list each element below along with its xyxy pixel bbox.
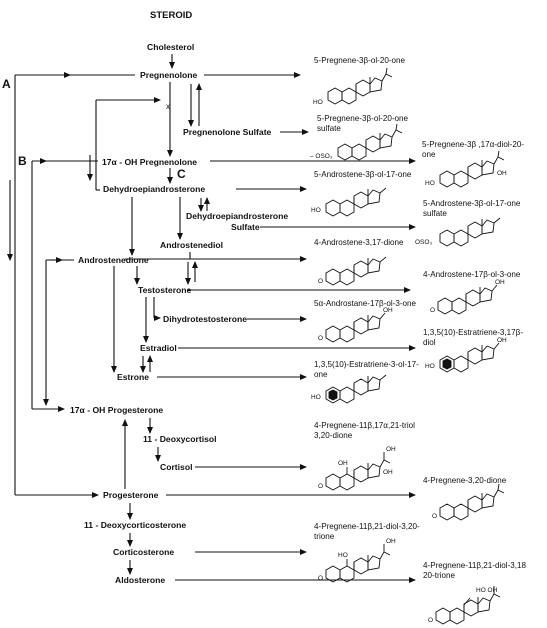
structure-name: 4-Androstene-17β-ol-3-one: [423, 270, 521, 279]
node-cholesterol: Cholesterol: [147, 42, 194, 52]
node-pregnenolone: Pregnenolone: [140, 70, 198, 80]
node-testosterone: Testosterone: [138, 285, 192, 295]
structure-arrows: [157, 72, 416, 583]
svg-text:O: O: [318, 483, 323, 490]
node-17oh-progesterone: 17α - OH Progesterone: [70, 405, 163, 415]
svg-text:HO: HO: [311, 394, 321, 401]
structure-dht: O OH: [318, 307, 393, 343]
svg-text:OH: OH: [386, 538, 396, 545]
node-aldosterone: Aldosterone: [115, 575, 165, 585]
structure-name: sulfate: [317, 124, 341, 133]
structure-name: sulfate: [423, 209, 447, 218]
structure-name: 1,3,5(10)-Estratriene-3,17β-: [423, 328, 523, 337]
svg-text:HO: HO: [425, 180, 435, 187]
diagram-title: STEROID: [150, 10, 192, 21]
structure-name: 1,3,5(10)-Estratriene-3-ol-17-: [314, 360, 419, 369]
structure-name: 5-Androstene-3β-ol-17-one: [423, 199, 521, 208]
structure-name: one: [422, 150, 436, 159]
structure-name: 5-Androstene-3β-ol-17-one: [314, 170, 412, 179]
node-estradiol: Estradiol: [140, 343, 177, 353]
svg-text:O: O: [432, 513, 437, 520]
structure-name: one: [314, 370, 328, 379]
svg-text:O: O: [428, 617, 433, 624]
structure-estrone: HO: [311, 374, 387, 404]
svg-text:O: O: [318, 278, 323, 285]
structure-name: 5α-Androstane-17β-ol-3-one: [314, 299, 417, 308]
structure-progesterone: O: [432, 483, 505, 521]
structure-corticosterone: O HO OH: [318, 538, 396, 583]
structure-pregnenolone: HO: [313, 67, 393, 106]
label-b: B: [18, 154, 27, 168]
structure-dhea: HO: [311, 187, 387, 217]
structure-name: diol: [423, 338, 436, 347]
structure-name: 5-Pregnene-3β ,17α-diol-20-: [422, 140, 524, 149]
svg-text:OH: OH: [383, 469, 393, 476]
node-11-deoxycortisol: 11 - Deoxycortisol: [143, 434, 217, 444]
node-progesterone: Progesterone: [103, 490, 159, 500]
structure-name: 4-Androstene-3,17-dione: [314, 238, 404, 247]
node-cortisol: Cortisol: [160, 462, 192, 472]
svg-text:OH: OH: [386, 446, 396, 453]
svg-text:OH: OH: [497, 170, 507, 177]
svg-text:OH: OH: [383, 307, 393, 314]
svg-text:O: O: [318, 575, 323, 582]
structure-name: 3,20-dione: [314, 431, 353, 440]
node-corticosterone: Corticosterone: [113, 547, 174, 557]
node-pregnenolone-sulfate: Pregnenolone Sulfate: [183, 127, 272, 137]
structure-name: 4-Pregnene-11β,21-diol-3,20-: [314, 522, 420, 531]
label-a: A: [2, 77, 11, 91]
node-dhea-sulfate: Dehydroepiandrosterone: [186, 211, 288, 221]
structure-name: 4-Pregnene-11β,21-diol-3,18: [423, 561, 527, 570]
structure-names: 5-Pregnene-3β-ol-20-one 5-Pregnene-3β-ol…: [314, 56, 527, 580]
svg-text:– OSO₃: – OSO₃: [310, 153, 333, 160]
structure-estradiol: HO OH: [425, 337, 507, 373]
svg-text:HO: HO: [313, 99, 323, 106]
node-estrone: Estrone: [117, 372, 149, 382]
node-dhea-sulfate-line2: Sulfate: [231, 222, 260, 232]
structure-name: trione: [314, 532, 335, 541]
structure-testosterone: O OH: [430, 279, 505, 315]
svg-text:OSO₃: OSO₃: [415, 239, 432, 246]
svg-text:HO: HO: [425, 363, 435, 370]
structure-drawings: HO – OSO₃ HO OH HO OSO₃ O: [310, 67, 507, 625]
blocked-x-mark: x: [166, 102, 170, 111]
structure-name: 4-Pregnene-11β,17α,21-triol: [314, 421, 415, 430]
node-androstenediol: Androstenediol: [160, 240, 223, 250]
structure-dhea-sulfate: OSO₃: [415, 217, 501, 247]
structure-aldosterone: O HO OH: [428, 586, 501, 625]
svg-text:O: O: [318, 335, 323, 342]
structure-pregnenolone-sulfate: – OSO₃: [310, 123, 403, 161]
svg-text:OH: OH: [497, 337, 507, 344]
node-11-deoxycorticosterone: 11 - Deoxycorticosterone: [84, 520, 186, 530]
structure-name: 5-Pregnene-3β-ol-20-one: [317, 114, 409, 123]
structure-17oh-pregnenolone: HO OH: [425, 150, 507, 188]
svg-text:O: O: [430, 307, 435, 314]
structure-androstenedione: O: [318, 256, 387, 286]
svg-text:OH: OH: [495, 279, 505, 286]
structure-name: 20-trione: [423, 571, 455, 580]
label-c: C: [177, 167, 186, 181]
node-androstenedione: Androstenedione: [78, 255, 149, 265]
svg-text:OH: OH: [338, 460, 348, 467]
structure-cortisol: O OH OH OH: [318, 446, 396, 491]
node-dhea: Dehydroepiandrosterone: [103, 184, 205, 194]
node-17oh-pregnenolone: 17α - OH Pregnenolone: [102, 157, 197, 167]
structure-name: 5-Pregnene-3β-ol-20-one: [314, 56, 406, 65]
structure-name: 4-Pregnene-3,20-dione: [423, 476, 507, 485]
node-dihydrotestosterone: Dihydrotestosterone: [163, 314, 247, 324]
svg-text:HO OH: HO OH: [476, 587, 498, 594]
svg-text:HO: HO: [338, 552, 348, 559]
svg-text:HO: HO: [311, 207, 321, 214]
